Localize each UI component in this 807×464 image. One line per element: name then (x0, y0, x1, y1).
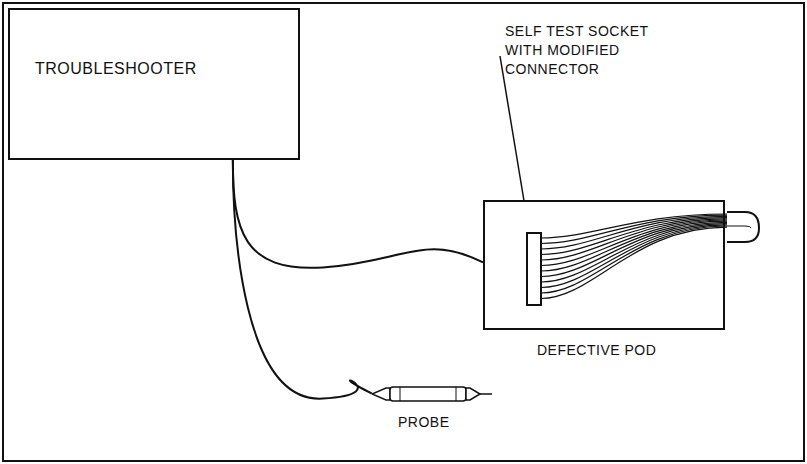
cable (233, 160, 483, 268)
probe-band (400, 387, 401, 401)
probe: PROBE (372, 384, 492, 404)
frame (3, 3, 804, 461)
cable (233, 160, 372, 399)
probe-drawing (372, 384, 492, 404)
troubleshooter-box: TROUBLESHOOTER (8, 8, 300, 160)
probe-band (456, 387, 457, 401)
probe-tip (466, 388, 480, 400)
ribbon-loop (727, 212, 759, 242)
device-name: TROUBLESHOOTER (35, 60, 197, 78)
ribbon-wire (541, 226, 727, 293)
probe-cone (372, 388, 390, 400)
probe-body (390, 387, 466, 401)
ribbon-wire (541, 225, 727, 288)
ribbon-wire (541, 224, 727, 282)
pod-box: DEFECTIVE POD (483, 200, 725, 330)
ribbon-wire (541, 227, 727, 298)
part-name: PROBE (398, 414, 450, 430)
self-test-socket (527, 233, 541, 305)
probe-pin (480, 393, 492, 395)
part-name: DEFECTIVE POD (537, 342, 656, 358)
ribbon-fold (727, 226, 751, 228)
pod-drawing (483, 200, 725, 330)
callout-label: SELF TEST SOCKET WITH MODIFIED CONNECTOR (505, 22, 655, 79)
ribbon-cable (541, 214, 727, 299)
ribbon-wire (541, 222, 727, 276)
